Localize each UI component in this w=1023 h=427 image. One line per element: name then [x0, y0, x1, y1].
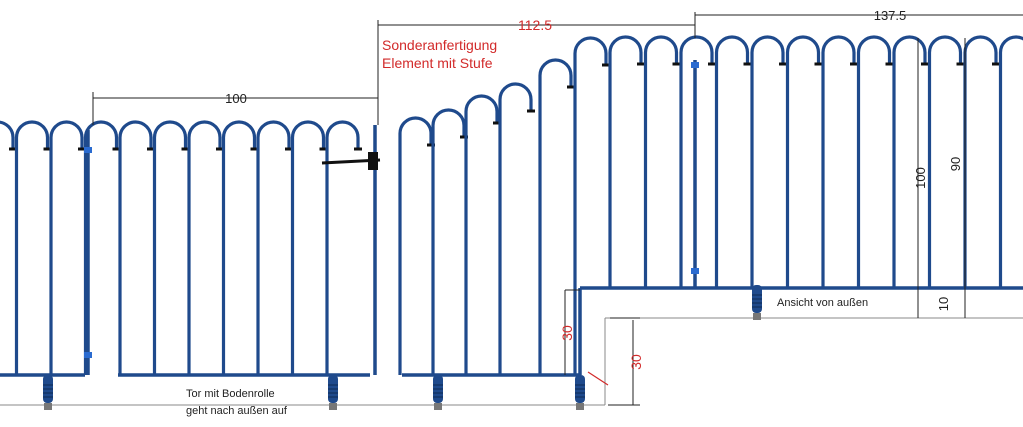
picket-clamp	[956, 62, 965, 66]
connector	[84, 352, 92, 358]
fence-arch	[643, 35, 679, 288]
note-gate-line1: Tor mit Bodenrolle	[186, 388, 275, 400]
picket-clamp	[885, 62, 894, 66]
note-view: Ansicht von außen	[777, 297, 868, 309]
connector	[691, 268, 699, 274]
fence-arch	[83, 120, 119, 375]
fence-elements	[0, 35, 1023, 410]
dim-middle-width: 112.5	[518, 17, 552, 33]
dim-left-width: 100	[225, 91, 247, 106]
note-gate-line2: geht nach außen auf	[186, 405, 288, 417]
fence-arch	[187, 120, 222, 375]
picket-clamp	[527, 109, 535, 113]
fence-arch	[325, 120, 360, 375]
picket-clamp	[672, 62, 681, 66]
picket-clamp	[779, 62, 787, 66]
footing-roller	[329, 403, 337, 410]
dim-right-width: 137.5	[874, 8, 907, 23]
picket-clamp	[992, 62, 1000, 66]
fence-arch	[608, 35, 643, 288]
fence-arch	[290, 120, 326, 375]
picket-clamp	[216, 147, 224, 151]
picket-clamp	[743, 62, 752, 66]
picket-clamp	[637, 62, 645, 66]
picket-clamp	[285, 147, 293, 151]
picket-clamp	[921, 62, 929, 66]
fence-arch	[398, 116, 433, 375]
picket-clamp	[708, 62, 716, 66]
ground-lines	[0, 317, 1023, 406]
note-special-line1: Sonderanfertigung	[382, 37, 497, 53]
picket-clamp	[354, 147, 362, 151]
picket-clamp	[250, 147, 259, 151]
connector	[691, 62, 699, 68]
fence-arch	[892, 35, 927, 288]
picket-clamp	[147, 147, 155, 151]
fence-arch	[821, 35, 856, 288]
picket-clamp	[181, 147, 190, 151]
picket-clamp	[112, 147, 121, 151]
leader-arrow	[587, 371, 609, 386]
picket-clamp	[78, 147, 86, 151]
fence-arch	[14, 120, 50, 375]
picket-clamp	[493, 121, 501, 125]
fence-arch	[785, 35, 821, 288]
picket-clamp	[319, 147, 328, 151]
picket-clamp	[9, 147, 17, 151]
note-special-line2: Element mit Stufe	[382, 55, 493, 71]
fence-arch	[118, 120, 153, 375]
fence-arch	[152, 120, 188, 375]
fence-arch	[998, 35, 1023, 288]
fence-arch	[256, 120, 291, 375]
fence-arch	[538, 58, 573, 375]
fence-arch	[750, 35, 785, 288]
footing-roller	[576, 403, 584, 410]
fence-arch	[714, 35, 750, 288]
fence-arch	[498, 82, 533, 375]
dim-right-height-total: 100	[913, 167, 928, 189]
footing-roller	[753, 313, 761, 320]
footing-roller	[44, 403, 52, 410]
fence-arch	[856, 35, 892, 288]
fence-arch	[963, 35, 998, 288]
picket-clamp	[427, 143, 435, 147]
dimension-lines	[92, 12, 1023, 406]
fence-arch	[221, 120, 257, 375]
picket-clamp	[43, 147, 52, 151]
fence-arch	[464, 94, 499, 375]
dim-ground-step: 30	[628, 354, 644, 370]
fence-arch	[573, 36, 608, 375]
picket-clamp	[814, 62, 823, 66]
picket-clamp	[567, 85, 575, 89]
picket-clamp	[850, 62, 858, 66]
dim-right-height-fence: 90	[948, 157, 963, 171]
connector	[84, 147, 92, 153]
dim-right-gap: 10	[936, 297, 951, 311]
dim-step-height: 30	[559, 325, 575, 341]
latch-lock	[368, 152, 378, 170]
footing-roller	[434, 403, 442, 410]
fence-arch	[431, 108, 466, 375]
fence-arch	[0, 120, 15, 150]
fence-arch	[927, 35, 963, 288]
picket-clamp	[460, 135, 468, 139]
fence-arch	[49, 120, 84, 375]
picket-clamp	[602, 63, 610, 67]
